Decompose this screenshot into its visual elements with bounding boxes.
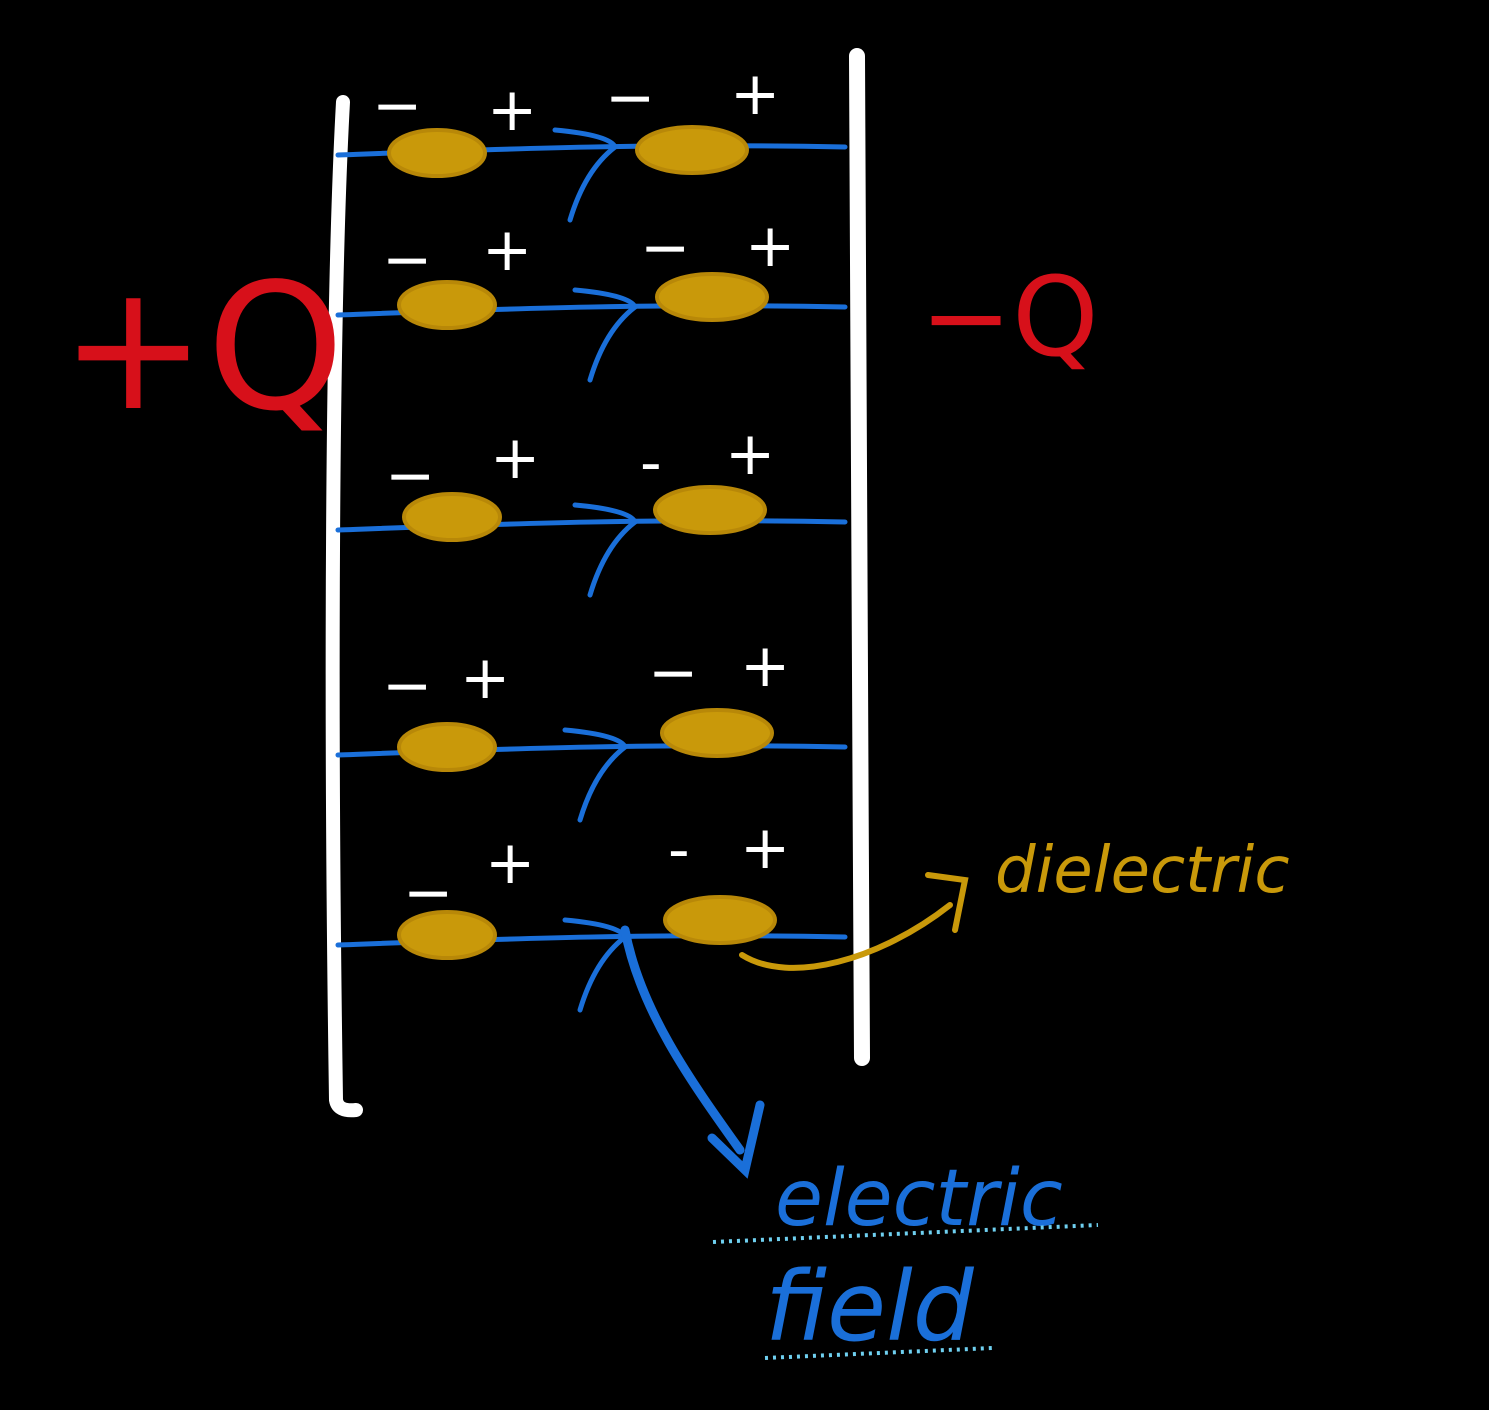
charge-sign: - bbox=[640, 428, 662, 498]
dielectric-molecule bbox=[402, 492, 502, 542]
field-line bbox=[335, 518, 848, 533]
charge-sign: + bbox=[745, 211, 795, 281]
charge-sign: − bbox=[403, 858, 453, 928]
dipole-rows: −+−+−+−+−+-+−+−+−+-+ bbox=[335, 59, 848, 1013]
field-pointer bbox=[620, 925, 765, 1179]
dielectric-molecule bbox=[397, 722, 497, 772]
charge-sign: − bbox=[372, 71, 422, 141]
field-arrowhead bbox=[552, 127, 619, 223]
charge-sign: + bbox=[725, 419, 775, 489]
dielectric-molecule bbox=[663, 895, 777, 945]
charge-sign: + bbox=[460, 643, 510, 713]
charge-sign: + bbox=[485, 828, 535, 898]
field-label-line2: field bbox=[765, 1251, 975, 1363]
field-arrowhead bbox=[562, 727, 629, 823]
field-underline-1 bbox=[712, 1223, 1099, 1244]
charge-sign: − bbox=[382, 225, 432, 295]
dielectric-molecule bbox=[397, 910, 497, 960]
charge-sign: − bbox=[640, 213, 690, 283]
charge-sign: + bbox=[740, 631, 790, 701]
field-arrowhead bbox=[572, 502, 639, 598]
dielectric-molecule bbox=[387, 128, 487, 178]
left-charge-label: +Q bbox=[60, 247, 344, 450]
dielectric-pointer bbox=[739, 872, 969, 971]
charge-sign: - bbox=[668, 815, 690, 885]
charge-sign: + bbox=[740, 813, 790, 883]
dielectric-molecule bbox=[660, 708, 774, 758]
dielectric-molecule bbox=[653, 485, 767, 535]
charge-sign: + bbox=[482, 215, 532, 285]
charge-sign: − bbox=[385, 441, 435, 511]
charge-sign: + bbox=[730, 59, 780, 129]
charge-sign: − bbox=[382, 651, 432, 721]
charge-sign: + bbox=[490, 423, 540, 493]
field-label-line1: electric bbox=[775, 1154, 1063, 1244]
charge-sign: − bbox=[648, 638, 698, 708]
right-charge-label: −Q bbox=[920, 253, 1099, 381]
dielectric-molecule bbox=[635, 125, 749, 175]
dielectric-label: dielectric bbox=[995, 834, 1290, 908]
dielectric-molecule bbox=[397, 280, 497, 330]
field-arrowhead bbox=[572, 287, 639, 383]
left-plate bbox=[325, 95, 363, 1118]
field-underline-2 bbox=[764, 1346, 994, 1360]
charge-sign: + bbox=[487, 75, 537, 145]
dielectric-molecule bbox=[655, 272, 769, 322]
right-plate bbox=[849, 48, 870, 1066]
charge-sign: − bbox=[605, 63, 655, 133]
